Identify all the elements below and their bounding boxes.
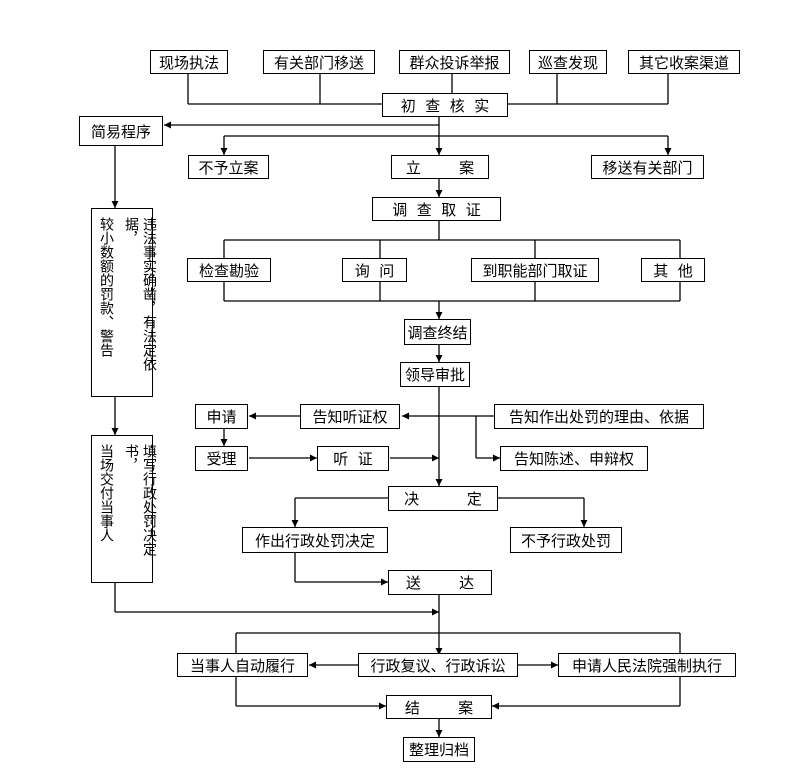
- source-department-transfer: 有关部门移送: [263, 50, 375, 74]
- method-inquiry: 询 问: [342, 258, 407, 282]
- source-public-complaint: 群众投诉举报: [399, 50, 510, 74]
- simple-condition-text-2: 违法事实确凿，有法定依据，: [123, 217, 157, 371]
- simple-document-text-2: 填写行政处罚决定书，: [123, 444, 157, 556]
- simple-document-box: 当场交付当事人 填写行政处罚决定书，: [91, 435, 157, 583]
- notify-hearing-right-box: 告知听证权: [300, 404, 400, 429]
- close-case-box: 结 案: [386, 695, 492, 719]
- no-case-box: 不予立案: [188, 155, 269, 179]
- outcome-self-performance: 当事人自动履行: [177, 653, 308, 677]
- decision-box: 决 定: [388, 486, 498, 511]
- archive-box: 整理归档: [403, 737, 475, 762]
- notify-defense-box: 告知陈述、申辩权: [500, 446, 648, 471]
- method-inspection: 检查勘验: [187, 258, 271, 282]
- source-other-channels: 其它收案渠道: [628, 50, 740, 74]
- outcome-court-enforcement: 申请人民法院强制执行: [558, 653, 736, 677]
- penalty-decision-box: 作出行政处罚决定: [242, 527, 388, 553]
- simple-document-text-1: 当场交付当事人: [98, 444, 114, 542]
- leader-approval-box: 领导审批: [400, 362, 470, 387]
- investigation-box: 调 查 取 证: [372, 197, 501, 221]
- serve-box: 送 达: [388, 570, 492, 595]
- hearing-box: 听 证: [317, 446, 389, 471]
- file-case-box: 立 案: [391, 155, 489, 179]
- simple-condition-text-1: 较小数额的罚款、警告: [98, 217, 114, 357]
- source-patrol-discovery: 巡查发现: [529, 50, 607, 74]
- simple-procedure-box: 简易程序: [79, 116, 163, 146]
- method-department-evidence: 到职能部门取证: [471, 258, 599, 282]
- simple-condition-box: 较小数额的罚款、警告 违法事实确凿，有法定依据，: [91, 208, 157, 397]
- source-onsite-enforcement: 现场执法: [150, 50, 228, 74]
- notify-reason-box: 告知作出处罚的理由、依据: [494, 404, 704, 429]
- no-penalty-box: 不予行政处罚: [510, 527, 622, 553]
- hearing-apply-box: 申请: [195, 404, 248, 429]
- hearing-accept-box: 受理: [195, 446, 248, 471]
- investigation-end-box: 调查终结: [404, 319, 471, 345]
- transfer-department-box: 移送有关部门: [591, 155, 704, 179]
- initial-check-box: 初 查 核 实: [382, 93, 508, 117]
- method-other: 其 他: [641, 258, 705, 282]
- outcome-review-litigation: 行政复议、行政诉讼: [358, 653, 518, 677]
